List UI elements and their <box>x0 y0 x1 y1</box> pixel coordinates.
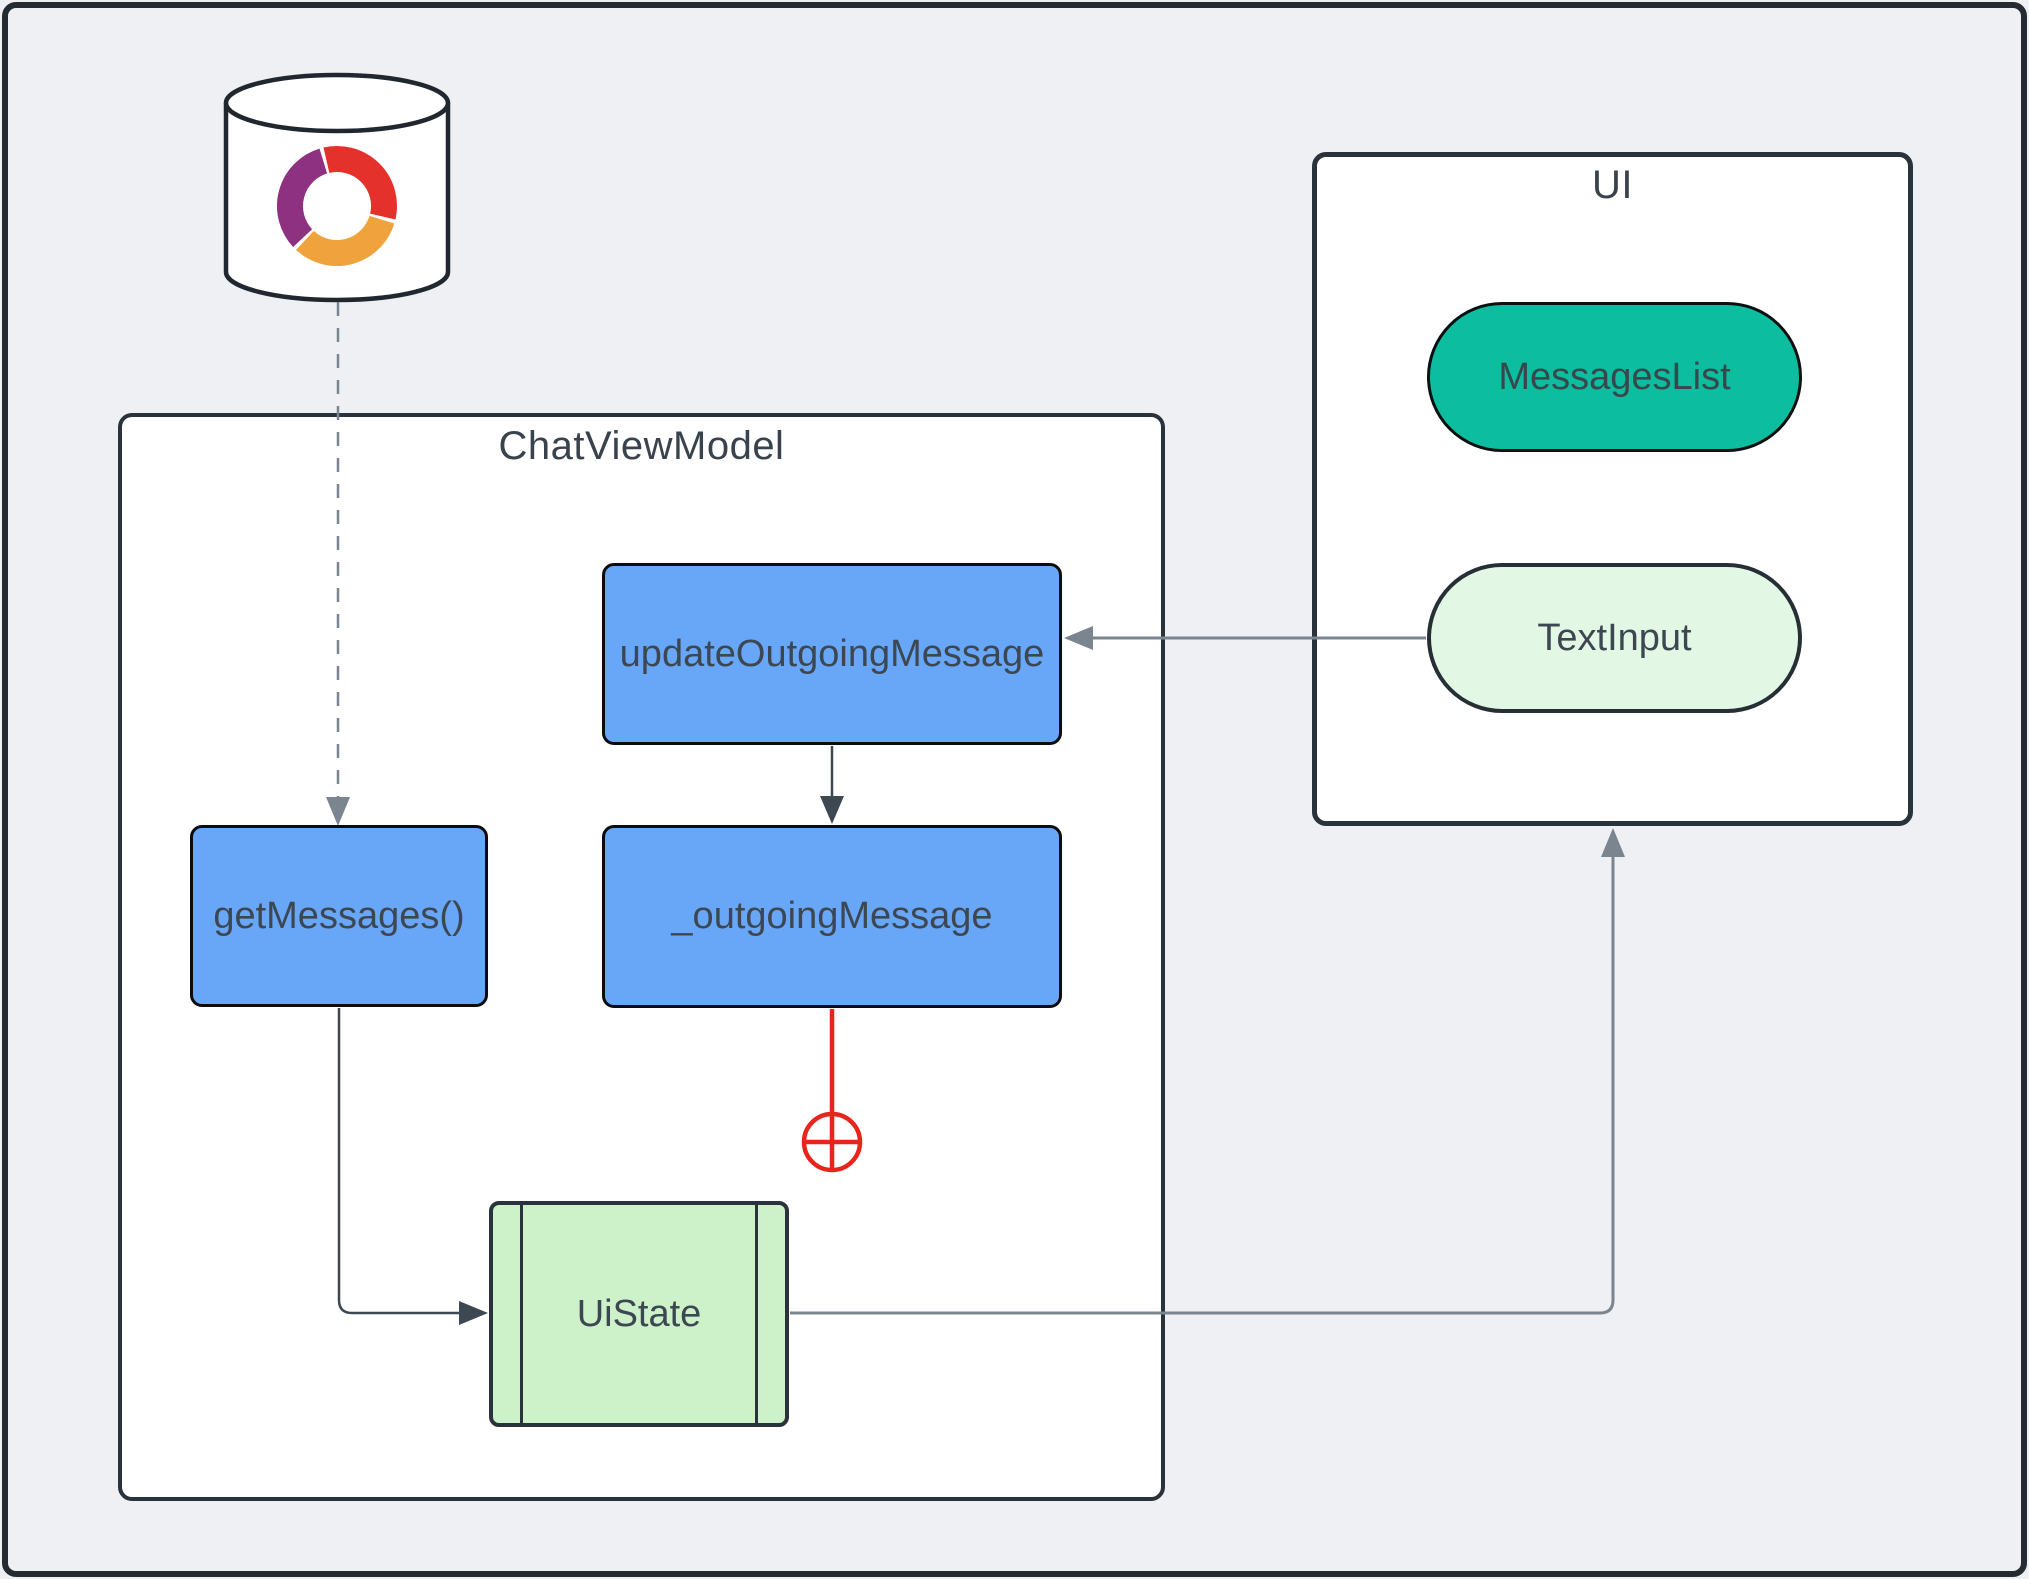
node-messages-list: MessagesList <box>1427 302 1802 452</box>
logo-red-arc <box>323 146 397 220</box>
container-chat-view-model-title: ChatViewModel <box>498 424 785 468</box>
outgoing-terminator <box>801 1009 863 1173</box>
circle-plus-terminator-icon <box>801 1111 863 1173</box>
node-get-messages: getMessages() <box>190 825 488 1007</box>
node-text-input: TextInput <box>1427 563 1802 713</box>
cylinder-top <box>223 72 451 134</box>
node-outgoing-message: _outgoingMessage <box>602 825 1062 1008</box>
node-ui-state: UiState <box>489 1201 789 1427</box>
arrowhead-into-uistate <box>459 1301 488 1325</box>
arrowhead-into-update <box>1064 626 1093 650</box>
cylinder-body <box>223 103 451 303</box>
node-update-outgoing-message: updateOutgoingMessage <box>602 563 1062 745</box>
container-ui-title: UI <box>1592 163 1633 207</box>
arrowhead-into-getmessages <box>326 797 350 826</box>
tri-color-swirl-logo-icon <box>277 146 397 266</box>
container-ui <box>1312 152 1913 826</box>
arrowhead-into-ui <box>1601 828 1625 857</box>
logo-purple-arc <box>277 148 328 247</box>
logo-amber-arc <box>296 215 395 266</box>
database-cylinder-shape <box>223 72 451 303</box>
edge-uistate-to-ui <box>790 850 1615 1315</box>
arrowhead-into-outgoing <box>820 796 844 824</box>
edge-getmessages-to-uistate <box>337 1008 468 1315</box>
